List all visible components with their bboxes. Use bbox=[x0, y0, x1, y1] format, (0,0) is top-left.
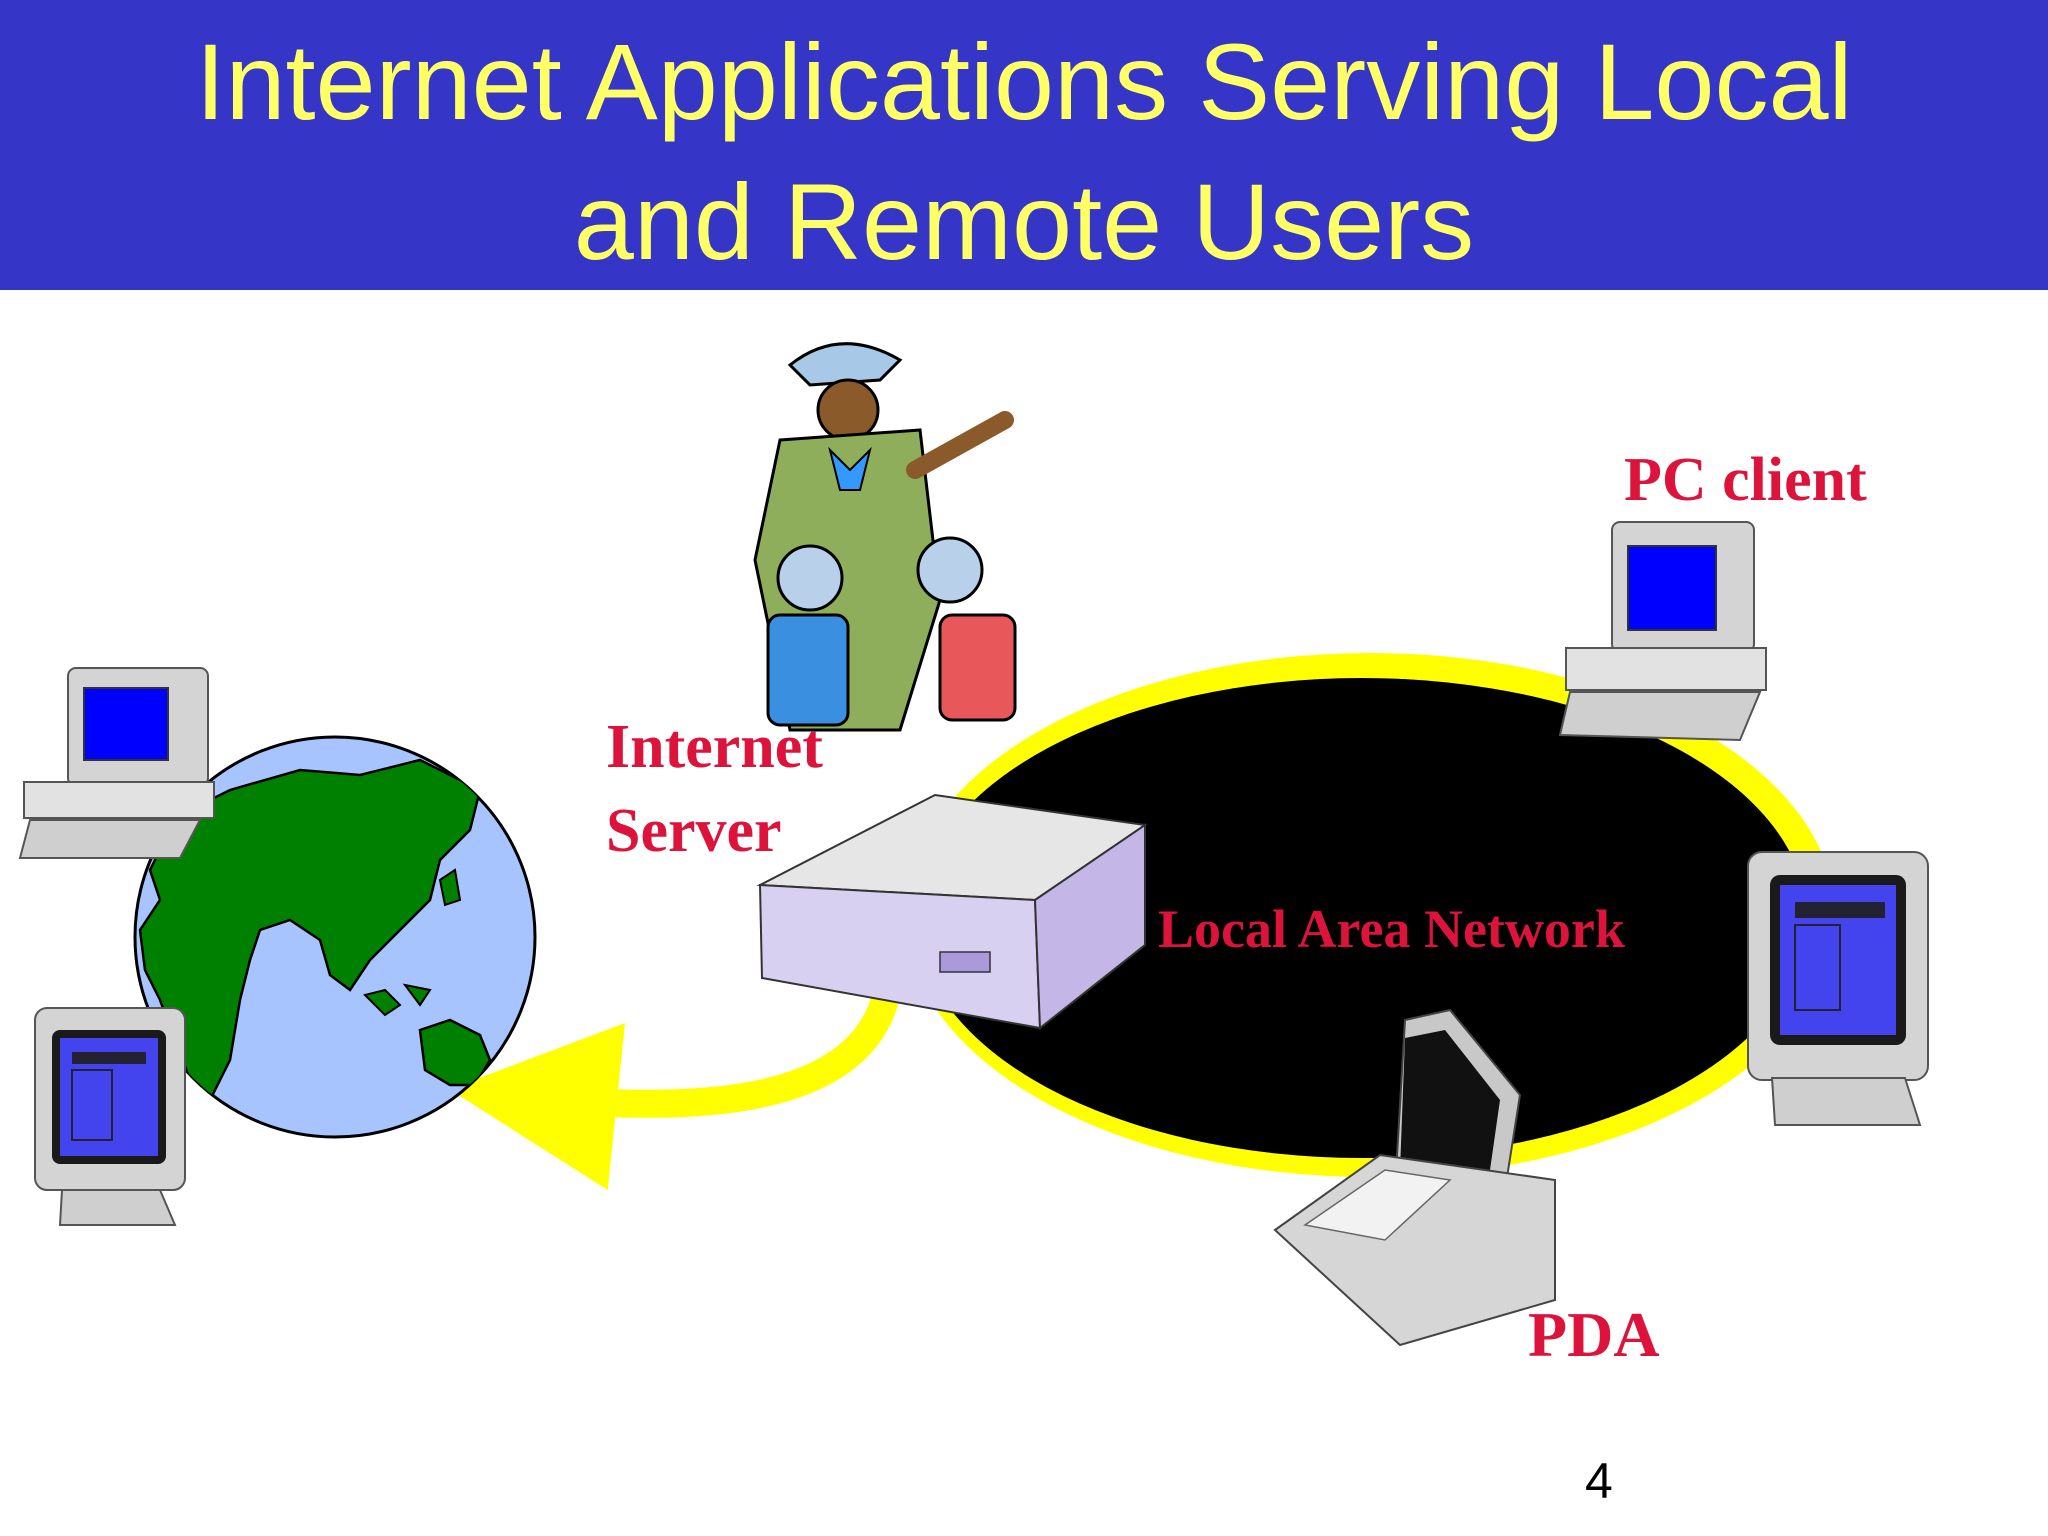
internet-server-label-line1: Internet bbox=[606, 713, 823, 781]
internet-server-label-line2: Server bbox=[606, 797, 782, 865]
lan-ring bbox=[905, 653, 1835, 1177]
remote-monitor-icon bbox=[34, 1007, 186, 1226]
slide-title-line1: Internet Applications Serving Local bbox=[195, 21, 1853, 142]
server-icon bbox=[756, 793, 1148, 1031]
pc-client-label: PC client bbox=[1624, 446, 1867, 514]
slide-title-line2: and Remote Users bbox=[573, 161, 1475, 282]
lan-monitor-icon bbox=[1747, 851, 1929, 1126]
pda-label: PDA bbox=[1528, 1299, 1660, 1370]
pc-client-icon bbox=[1558, 521, 1767, 742]
traveler-clipart bbox=[753, 342, 1017, 732]
laptop-icon bbox=[1273, 1008, 1556, 1347]
title-bar: Internet Applications Serving Local and … bbox=[0, 0, 2048, 290]
page-number: 4 bbox=[1585, 1453, 1613, 1509]
remote-desktop-computer-icon bbox=[18, 667, 215, 859]
lan-label: Local Area Network bbox=[1158, 899, 1625, 959]
globe-icon bbox=[133, 735, 537, 1139]
internet-link-arrow bbox=[449, 995, 899, 1191]
